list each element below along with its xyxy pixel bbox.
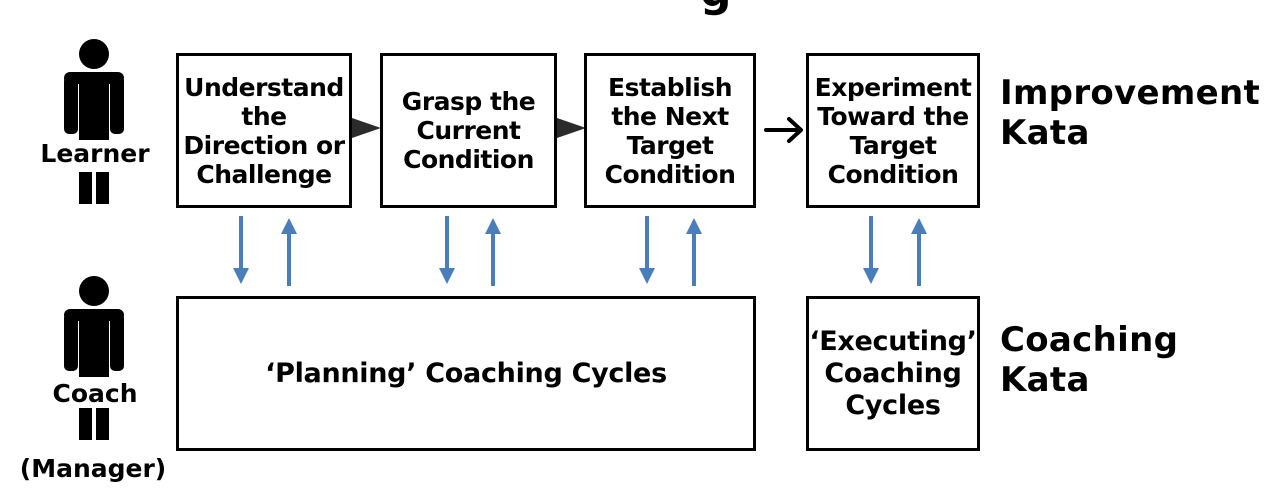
triangle-right-icon — [352, 118, 381, 138]
coach-person-icon — [64, 276, 124, 440]
step-establish-target-box: Establish the Next Target Condition — [584, 53, 756, 208]
executing-coaching-label: ‘Executing’ Coaching Cycles — [809, 325, 977, 421]
learner-label: Learner — [40, 139, 150, 168]
step-understand-direction-box: Understand the Direction or Challenge — [176, 53, 352, 208]
triangle-right-icon — [557, 118, 586, 138]
manager-label: (Manager) — [19, 454, 167, 483]
blue-arrows — [233, 216, 927, 286]
step-label: Establish the Next Target Condition — [604, 72, 736, 189]
planning-coaching-label: ‘Planning’ Coaching Cycles — [265, 357, 667, 389]
coach-label: Coach — [52, 379, 138, 408]
improvement-kata-label: Improvement Kata — [1000, 73, 1261, 153]
step-experiment-box: Experiment Toward the Target Condition — [806, 53, 980, 208]
planning-coaching-box: ‘Planning’ Coaching Cycles — [176, 296, 756, 451]
step-label: Grasp the Current Condition — [401, 87, 536, 174]
step-label: Understand the Direction or Challenge — [183, 72, 345, 189]
coaching-kata-label: Coaching Kata — [1000, 320, 1179, 400]
arrow-right-icon — [764, 117, 803, 143]
step-label: Experiment Toward the Target Condition — [814, 72, 972, 189]
executing-coaching-box: ‘Executing’ Coaching Cycles — [806, 296, 980, 451]
step-grasp-condition-box: Grasp the Current Condition — [380, 53, 557, 208]
heading-fragment: g — [700, 0, 733, 14]
learner-person-icon — [64, 39, 124, 204]
